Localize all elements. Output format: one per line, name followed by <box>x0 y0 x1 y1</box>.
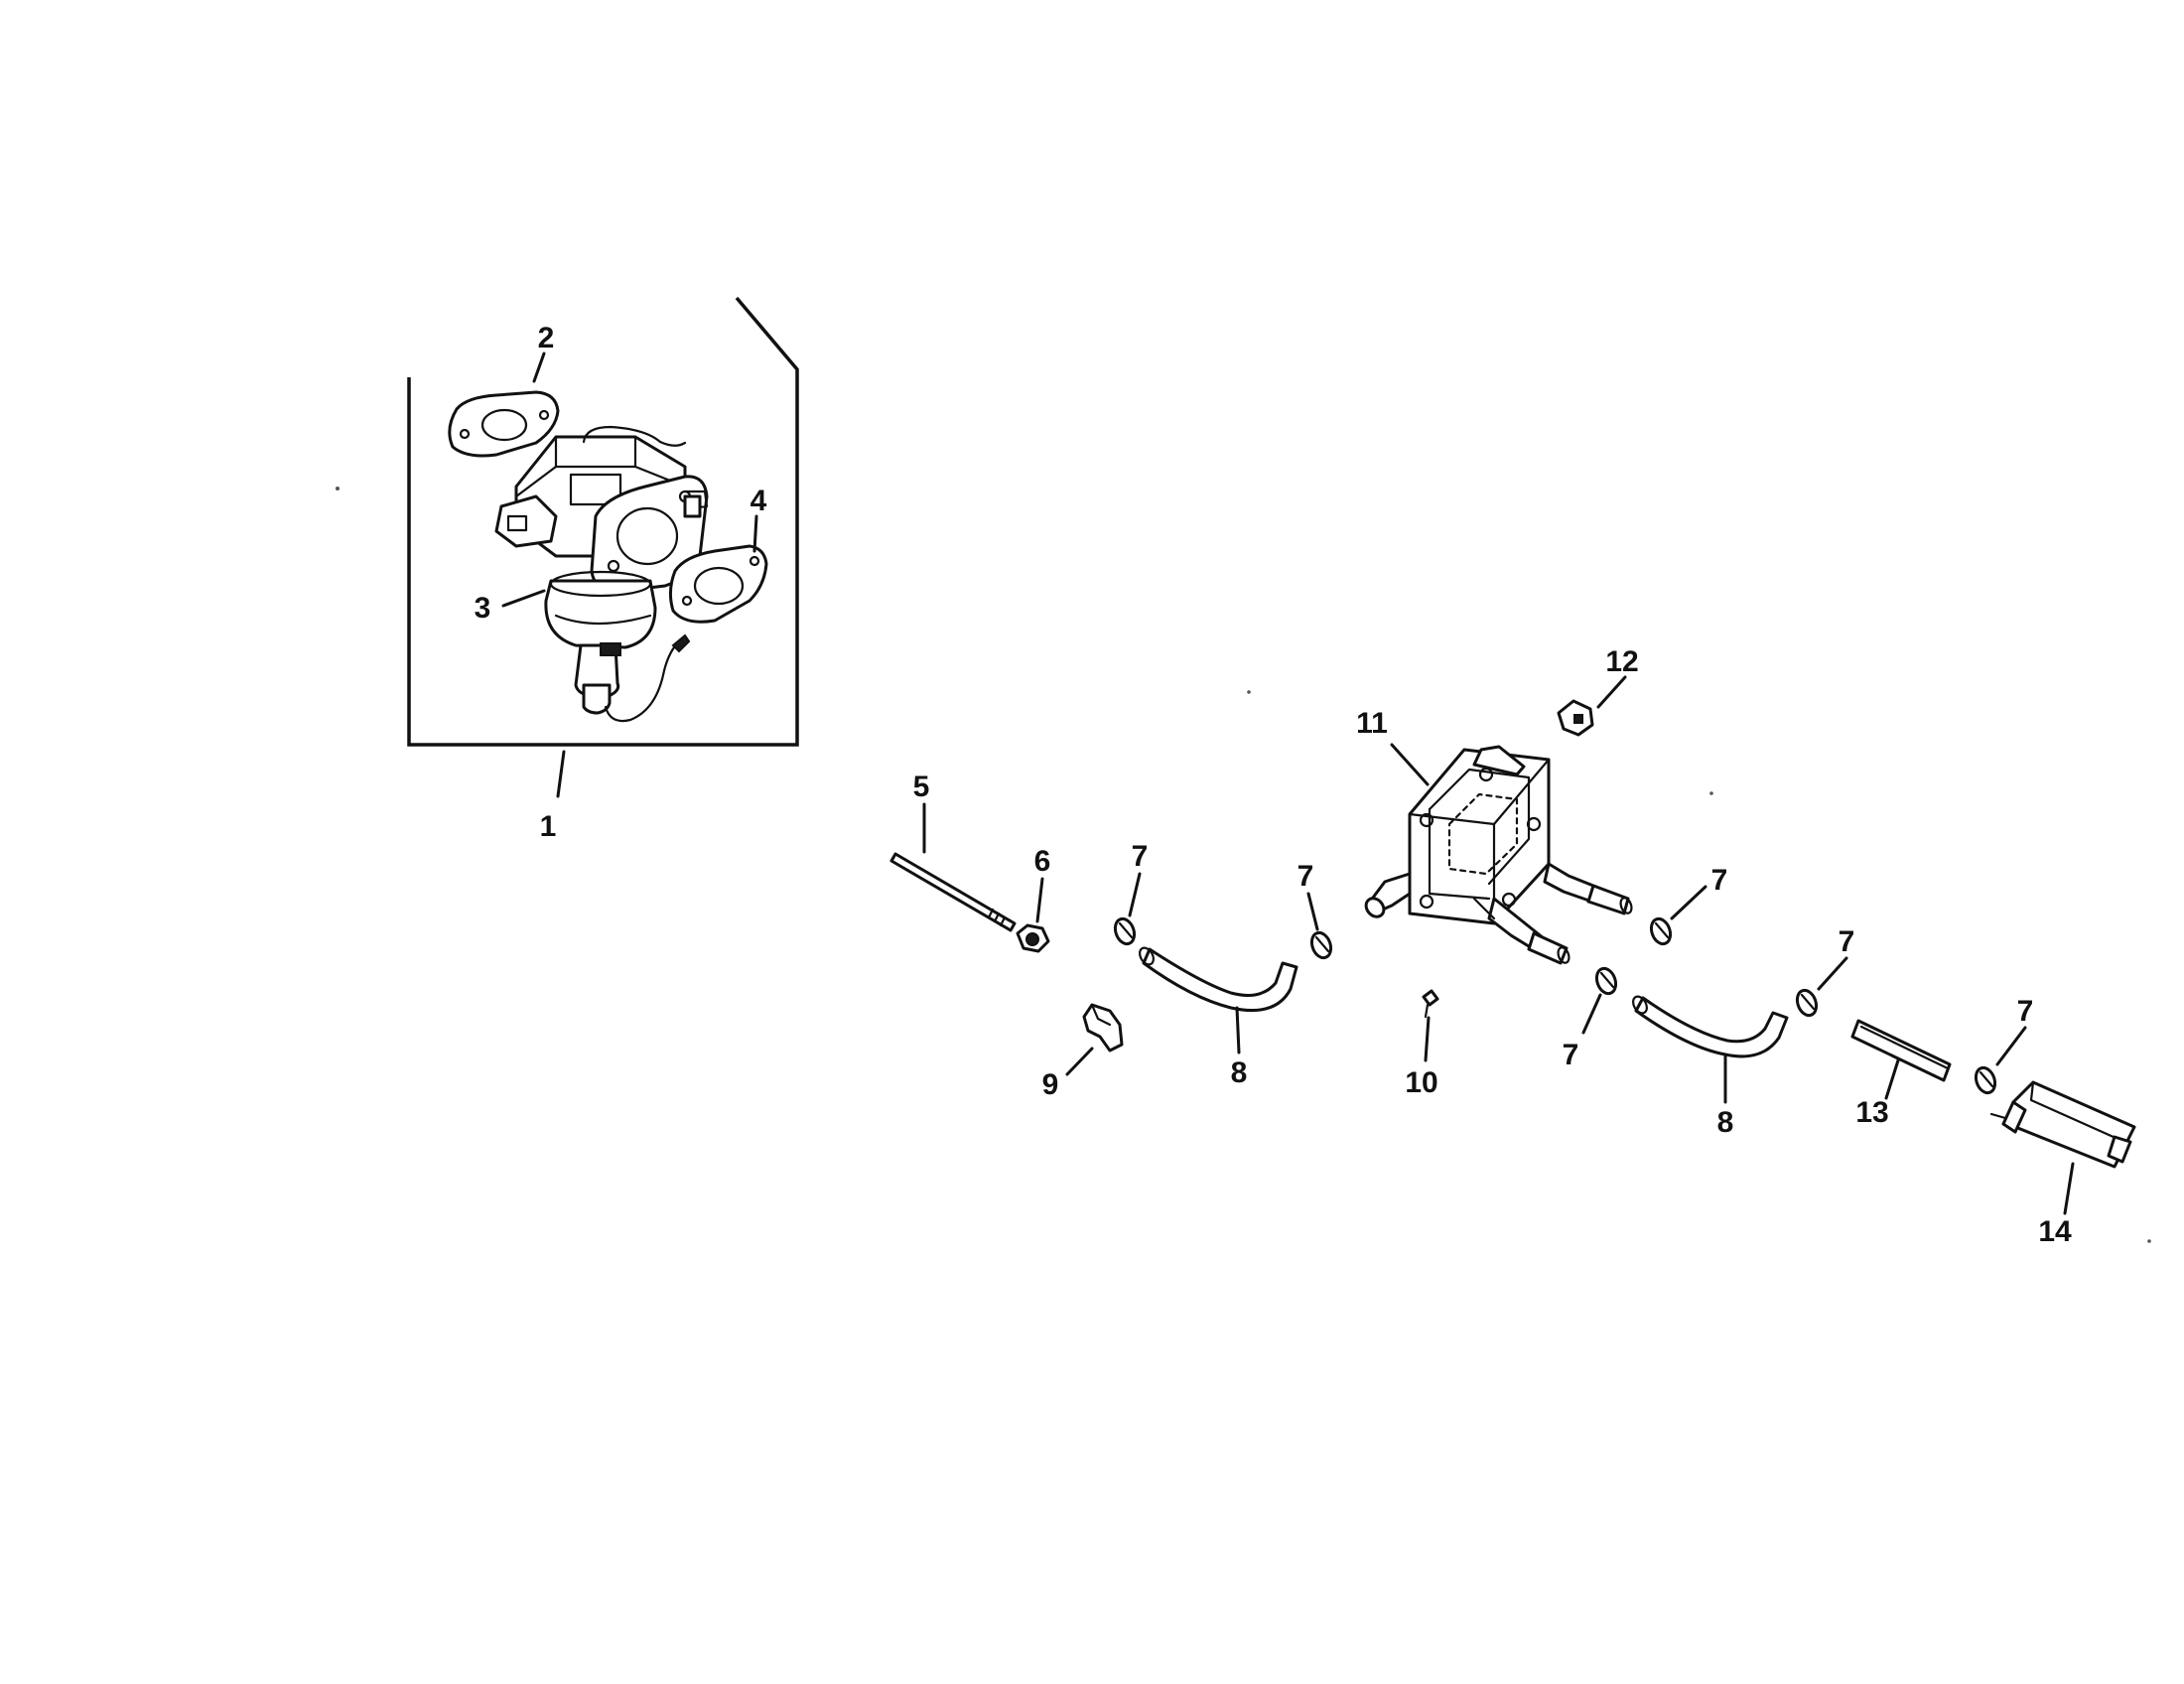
callout-10: 10 <box>1405 1066 1437 1099</box>
callout-4: 4 <box>751 485 767 517</box>
leader-1 <box>556 750 566 798</box>
callout-11: 11 <box>1356 707 1388 740</box>
fuel-hose-right <box>1632 995 1789 1058</box>
leader-4 <box>752 514 758 553</box>
carburetor-assembly-frame <box>407 296 799 747</box>
callout-13: 13 <box>1855 1096 1888 1129</box>
fuel-pump <box>1364 745 1633 965</box>
leader-10 <box>1424 1016 1431 1062</box>
leader-7c <box>1670 885 1707 920</box>
callout-14: 14 <box>2038 1215 2072 1248</box>
leader-8a <box>1235 1006 1241 1054</box>
leader-14 <box>2063 1162 2075 1215</box>
leader-7b <box>1306 892 1319 931</box>
carburetor <box>494 425 709 723</box>
hose-clamp-6 <box>1974 1065 1997 1095</box>
leader-9 <box>1065 1047 1094 1076</box>
leader-7d <box>1581 993 1602 1035</box>
leader-12 <box>1596 675 1627 709</box>
leader-13 <box>1884 1058 1900 1100</box>
leader-7e <box>1817 956 1848 991</box>
callout-7e: 7 <box>1839 925 1855 958</box>
callout-2: 2 <box>538 322 555 354</box>
leader-lines <box>501 351 2075 1215</box>
upper-gasket <box>448 390 560 458</box>
callout-9: 9 <box>1042 1068 1059 1101</box>
callout-12: 12 <box>1605 645 1638 678</box>
mounting-bracket <box>1082 1003 1124 1052</box>
callout-7d: 7 <box>1563 1039 1579 1071</box>
callout-8a: 8 <box>1231 1056 1248 1089</box>
callout-7a: 7 <box>1132 840 1149 873</box>
leader-3 <box>501 589 546 608</box>
hose-clamp-3 <box>1649 916 1673 946</box>
callout-7c: 7 <box>1711 864 1728 897</box>
scan-specks <box>336 487 2151 1243</box>
callout-6: 6 <box>1034 845 1051 878</box>
callout-5: 5 <box>913 771 930 803</box>
hose-clamp-5 <box>1795 988 1819 1018</box>
short-hose <box>1850 1019 1952 1082</box>
callout-labels: 1 2 3 4 5 6 7 7 7 7 7 7 8 8 9 10 11 12 1… <box>475 322 2072 1248</box>
leader-7f <box>1995 1026 2027 1066</box>
mounting-stud <box>889 852 1017 932</box>
hex-nut <box>1016 923 1050 953</box>
callout-1: 1 <box>540 810 557 843</box>
small-screw <box>1422 989 1439 1019</box>
callout-7b: 7 <box>1297 860 1314 893</box>
lower-gasket <box>668 544 768 624</box>
small-connector <box>1557 699 1594 737</box>
hose-clamp-4 <box>1594 966 1618 996</box>
hose-clamp-1 <box>1113 916 1137 946</box>
fuel-filter <box>1989 1080 2136 1169</box>
leader-7a <box>1128 872 1142 917</box>
leader-2 <box>532 351 546 383</box>
fuel-hose-left <box>1139 946 1298 1013</box>
callout-8b: 8 <box>1717 1106 1734 1139</box>
leader-6 <box>1035 877 1044 923</box>
callout-7f: 7 <box>2017 995 2034 1028</box>
callout-3: 3 <box>475 592 491 625</box>
hose-clamp-2 <box>1309 930 1333 960</box>
leader-11 <box>1390 743 1430 786</box>
